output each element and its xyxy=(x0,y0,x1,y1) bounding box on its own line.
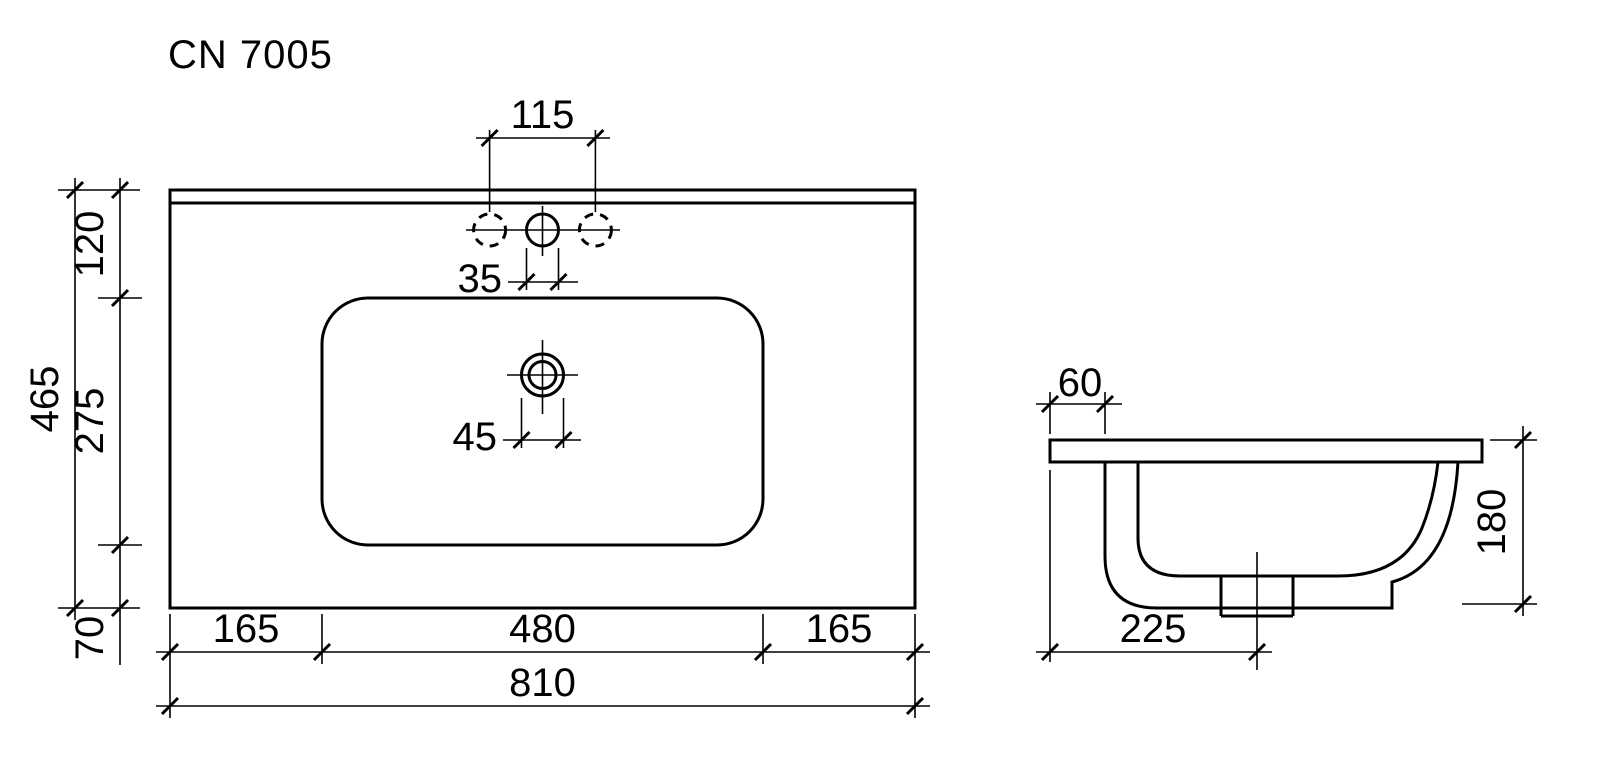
dim-total-depth: 465 xyxy=(23,366,67,433)
plan-extension-lines xyxy=(58,130,916,718)
dim-hole-diameter: 35 xyxy=(458,257,503,301)
basin-outline xyxy=(320,296,765,547)
drawing-title: CN 7005 xyxy=(168,33,333,77)
counter-section xyxy=(1048,438,1484,464)
dim-drain-position: 225 xyxy=(1120,607,1187,651)
dim-basin-depth: 275 xyxy=(68,388,112,455)
dim-rim-to-basin: 120 xyxy=(68,211,112,278)
dim-total-width: 810 xyxy=(509,661,576,705)
bowl-outer-profile xyxy=(1103,461,1460,610)
dim-overhang: 60 xyxy=(1058,361,1103,405)
plan-view: 115 35 45 465 120 275 70 165 480 165 810 xyxy=(23,93,930,718)
dim-right-offset: 165 xyxy=(806,607,873,651)
plan-centerlines xyxy=(466,206,620,414)
sink-outline xyxy=(168,188,917,610)
dim-drain-diameter: 45 xyxy=(453,415,498,459)
dim-basin-to-front: 70 xyxy=(68,616,112,661)
side-dimension-ticks xyxy=(1040,394,1533,662)
plan-dimension-lines xyxy=(74,137,930,707)
side-view: 60 225 180 xyxy=(1036,361,1537,670)
plan-dimension-ticks xyxy=(65,128,925,716)
dim-faucet-spacing: 115 xyxy=(511,93,575,137)
dim-height: 180 xyxy=(1470,489,1514,556)
dim-basin-width: 480 xyxy=(509,607,576,651)
bowl-inner-profile xyxy=(1136,461,1440,578)
dim-left-offset: 165 xyxy=(213,607,280,651)
